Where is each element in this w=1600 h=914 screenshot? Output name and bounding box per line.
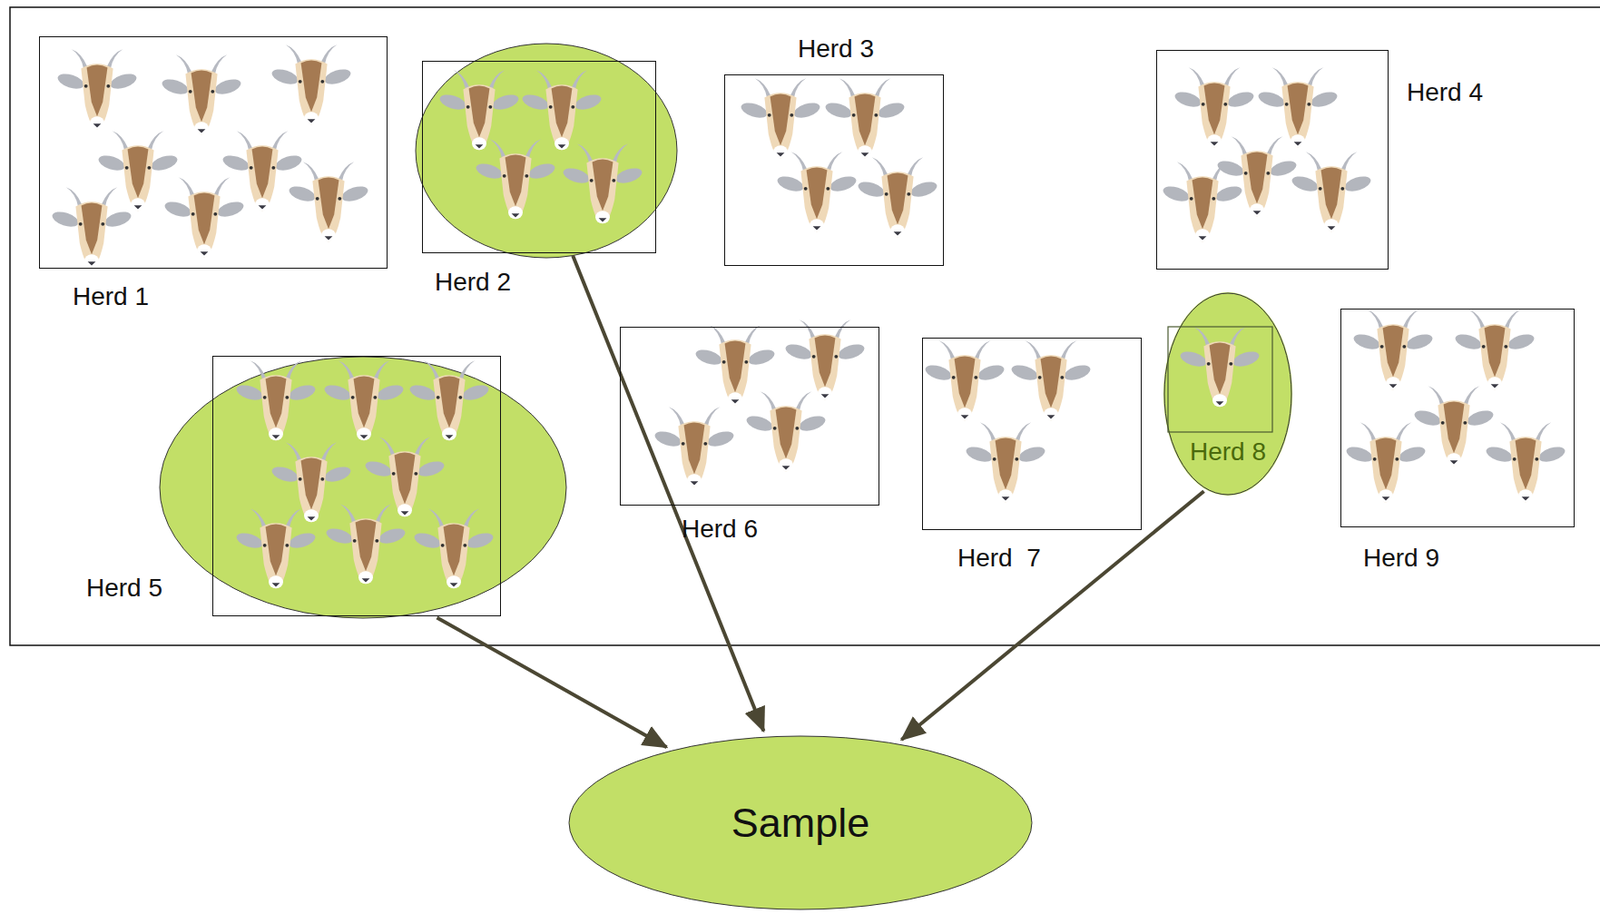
herd-label: Herd 4	[1406, 78, 1483, 108]
goat-icon	[1484, 422, 1568, 502]
goat-icon	[1256, 67, 1340, 148]
selected-herd-ellipse	[1163, 292, 1293, 496]
herd-label: Herd 9	[1363, 543, 1440, 573]
herd-box: Herd 5	[212, 355, 501, 617]
goat-icon	[235, 508, 318, 589]
goat-icon	[363, 436, 447, 517]
herd-box: Herd 7	[922, 337, 1142, 531]
goat-icon	[270, 441, 354, 522]
goat-icon	[1173, 67, 1257, 148]
goat-icon	[1453, 309, 1537, 390]
goat-icon	[1010, 340, 1093, 421]
goat-icon	[775, 151, 859, 232]
herd-box: Herd 3	[724, 74, 944, 266]
sampling-arrow	[436, 617, 667, 747]
selected-herd-ellipse	[415, 43, 678, 258]
goat-icon	[1413, 385, 1496, 466]
goat-icon	[964, 422, 1048, 502]
goat-icon	[408, 360, 491, 441]
herd-box: Herd 2	[422, 60, 657, 254]
goat-icon	[50, 186, 134, 267]
sample-label: Sample	[731, 799, 871, 847]
goat-icon	[745, 391, 828, 472]
goat-icon	[784, 319, 867, 400]
herd-box: Herd 9	[1340, 308, 1575, 528]
goat-icon	[235, 360, 318, 441]
goat-icon	[270, 44, 354, 125]
goat-icon	[561, 143, 645, 224]
goat-icon	[287, 161, 371, 242]
goat-icon	[1216, 136, 1299, 216]
goat-icon	[520, 69, 604, 150]
goat-icon	[856, 157, 940, 237]
sampling-arrow	[901, 490, 1204, 740]
goat-icon	[1344, 422, 1428, 502]
goat-icon	[56, 49, 139, 129]
goat-icon	[1178, 326, 1262, 407]
ellipse-shape	[1164, 293, 1292, 495]
goat-icon	[1290, 151, 1374, 232]
goat-group	[50, 44, 1568, 589]
herd-box	[1168, 326, 1273, 432]
goat-icon	[412, 508, 496, 589]
herd-label: Herd 5	[86, 573, 163, 603]
goat-icon	[739, 78, 823, 158]
herd-label: Herd 8	[1189, 437, 1267, 467]
goat-icon	[1352, 309, 1435, 390]
herd-box: Herd 1	[39, 36, 388, 269]
field-frame	[9, 7, 1600, 646]
goat-icon	[324, 503, 408, 584]
herd-label: Herd 7	[957, 543, 1041, 573]
goat-icon	[438, 69, 521, 150]
herd-label: Herd 6	[681, 514, 758, 544]
herd-ellipse: Herd 8	[1163, 292, 1293, 496]
ellipse-shape	[569, 736, 1032, 910]
goat-icon	[160, 54, 244, 135]
goat-icon	[97, 130, 180, 211]
herd-label: Herd 3	[797, 34, 874, 64]
goat-icon	[653, 406, 737, 487]
goat-icon	[323, 360, 406, 441]
herd-label: Herd 2	[434, 267, 511, 297]
herd-box: Herd 4	[1156, 49, 1389, 270]
goat-icon	[824, 78, 907, 158]
sample-ellipse: Sample	[568, 735, 1033, 911]
herd-box: Herd 6	[619, 326, 880, 506]
goat-icon	[923, 340, 1007, 421]
goat-icon	[694, 324, 777, 405]
selected-herd-ellipse	[159, 356, 567, 619]
goat-icon	[221, 130, 305, 211]
herd-label: Herd 1	[72, 282, 149, 312]
goat-icon	[163, 176, 246, 257]
goat-icon	[474, 138, 558, 219]
